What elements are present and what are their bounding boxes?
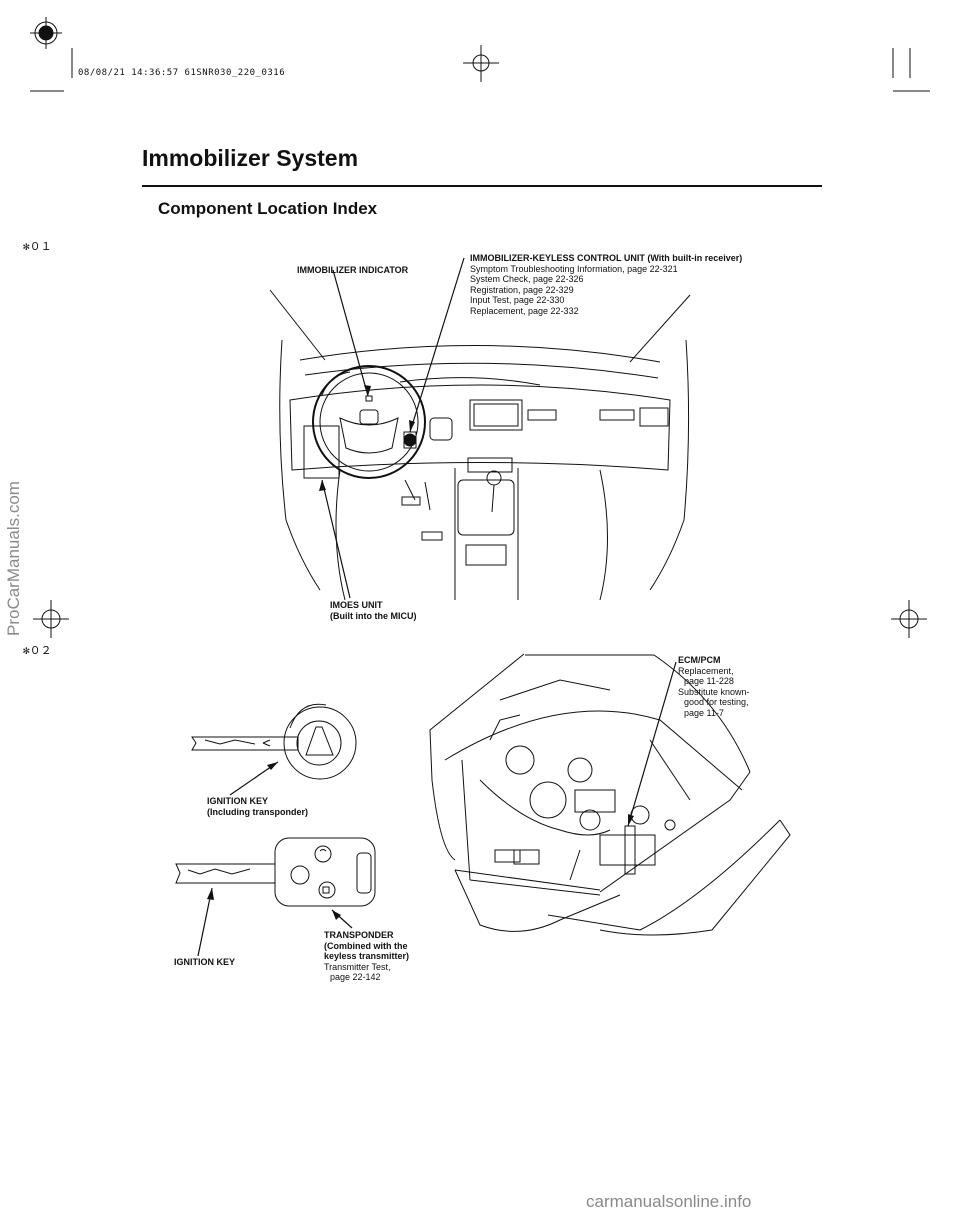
label-title: IGNITION KEY bbox=[207, 796, 269, 806]
ref-line: Substitute known- bbox=[678, 686, 750, 697]
label-subtitle: keyless transmitter) bbox=[324, 951, 410, 961]
label-imoes-unit: IMOES UNIT (Built into the MICU) bbox=[330, 600, 416, 621]
label-subtitle: (Including transponder) bbox=[207, 806, 308, 817]
label-transponder: TRANSPONDER (Combined with the keyless t… bbox=[324, 930, 409, 983]
crosshair-left-icon bbox=[33, 600, 69, 638]
label-ignition-key: IGNITION KEY bbox=[174, 957, 235, 968]
leader-imoes-unit bbox=[321, 479, 351, 599]
label-title: IMMOBILIZER INDICATOR bbox=[297, 265, 409, 275]
label-title: IGNITION KEY bbox=[174, 957, 236, 967]
ref-symptom-troubleshooting: Symptom Troubleshooting Information, pag… bbox=[470, 263, 678, 274]
ref-line: page 22-142 bbox=[330, 972, 381, 982]
section-title: Component Location Index bbox=[158, 199, 378, 218]
footer-watermark: carmanualsonline.info bbox=[586, 1192, 752, 1211]
ref-line: Replacement, bbox=[678, 665, 734, 676]
label-title: IMOES UNIT bbox=[330, 600, 383, 610]
page-title: Immobilizer System bbox=[142, 145, 359, 171]
label-immobilizer-indicator: IMMOBILIZER INDICATOR bbox=[297, 265, 408, 276]
print-timestamp: 08/08/21 14:36:57 61SNR030_220_0316 bbox=[78, 68, 286, 78]
label-subtitle: (Built into the MICU) bbox=[330, 610, 417, 621]
ref-registration: Registration, page 22-329 bbox=[470, 284, 574, 295]
engine-bay-illustration bbox=[429, 653, 791, 936]
registration-mark-icon bbox=[30, 17, 62, 49]
label-control-unit: IMMOBILIZER-KEYLESS CONTROL UNIT (With b… bbox=[470, 253, 742, 316]
title-rule bbox=[142, 185, 822, 187]
label-ecm-pcm: ECM/PCM Replacement, page 11-228 Substit… bbox=[678, 655, 750, 718]
crosshair-right-icon bbox=[891, 600, 927, 638]
ref-input-test: Input Test, page 22-330 bbox=[470, 295, 565, 305]
transponder-key-illustration bbox=[175, 837, 376, 907]
label-title: ECM/PCM bbox=[678, 655, 721, 665]
side-mark-02: ✻０２ bbox=[23, 644, 52, 657]
ref-system-check: System Check, page 22-326 bbox=[470, 274, 584, 284]
label-title: TRANSPONDER bbox=[324, 930, 394, 940]
label-subtitle: (Combined with the bbox=[324, 940, 408, 951]
label-ignition-key-transponder: IGNITION KEY (Including transponder) bbox=[207, 796, 308, 817]
side-mark-01: ✻０１ bbox=[23, 240, 52, 253]
leader-ecm-pcm bbox=[627, 661, 677, 827]
ref-line: good for testing, bbox=[684, 697, 749, 707]
ref-line: page 11-7 bbox=[684, 707, 724, 718]
leader-immobilizer-indicator bbox=[332, 269, 369, 397]
dashboard-illustration bbox=[269, 289, 691, 601]
ref-line: page 11-228 bbox=[684, 676, 734, 686]
label-title: IMMOBILIZER-KEYLESS CONTROL UNIT (With b… bbox=[470, 253, 743, 263]
ref-line: Transmitter Test, bbox=[324, 961, 391, 972]
leader-control-unit bbox=[409, 257, 465, 433]
crosshair-top-icon bbox=[463, 45, 499, 82]
ref-replacement: Replacement, page 22-332 bbox=[470, 305, 579, 316]
ignition-key-illustration bbox=[191, 703, 357, 780]
